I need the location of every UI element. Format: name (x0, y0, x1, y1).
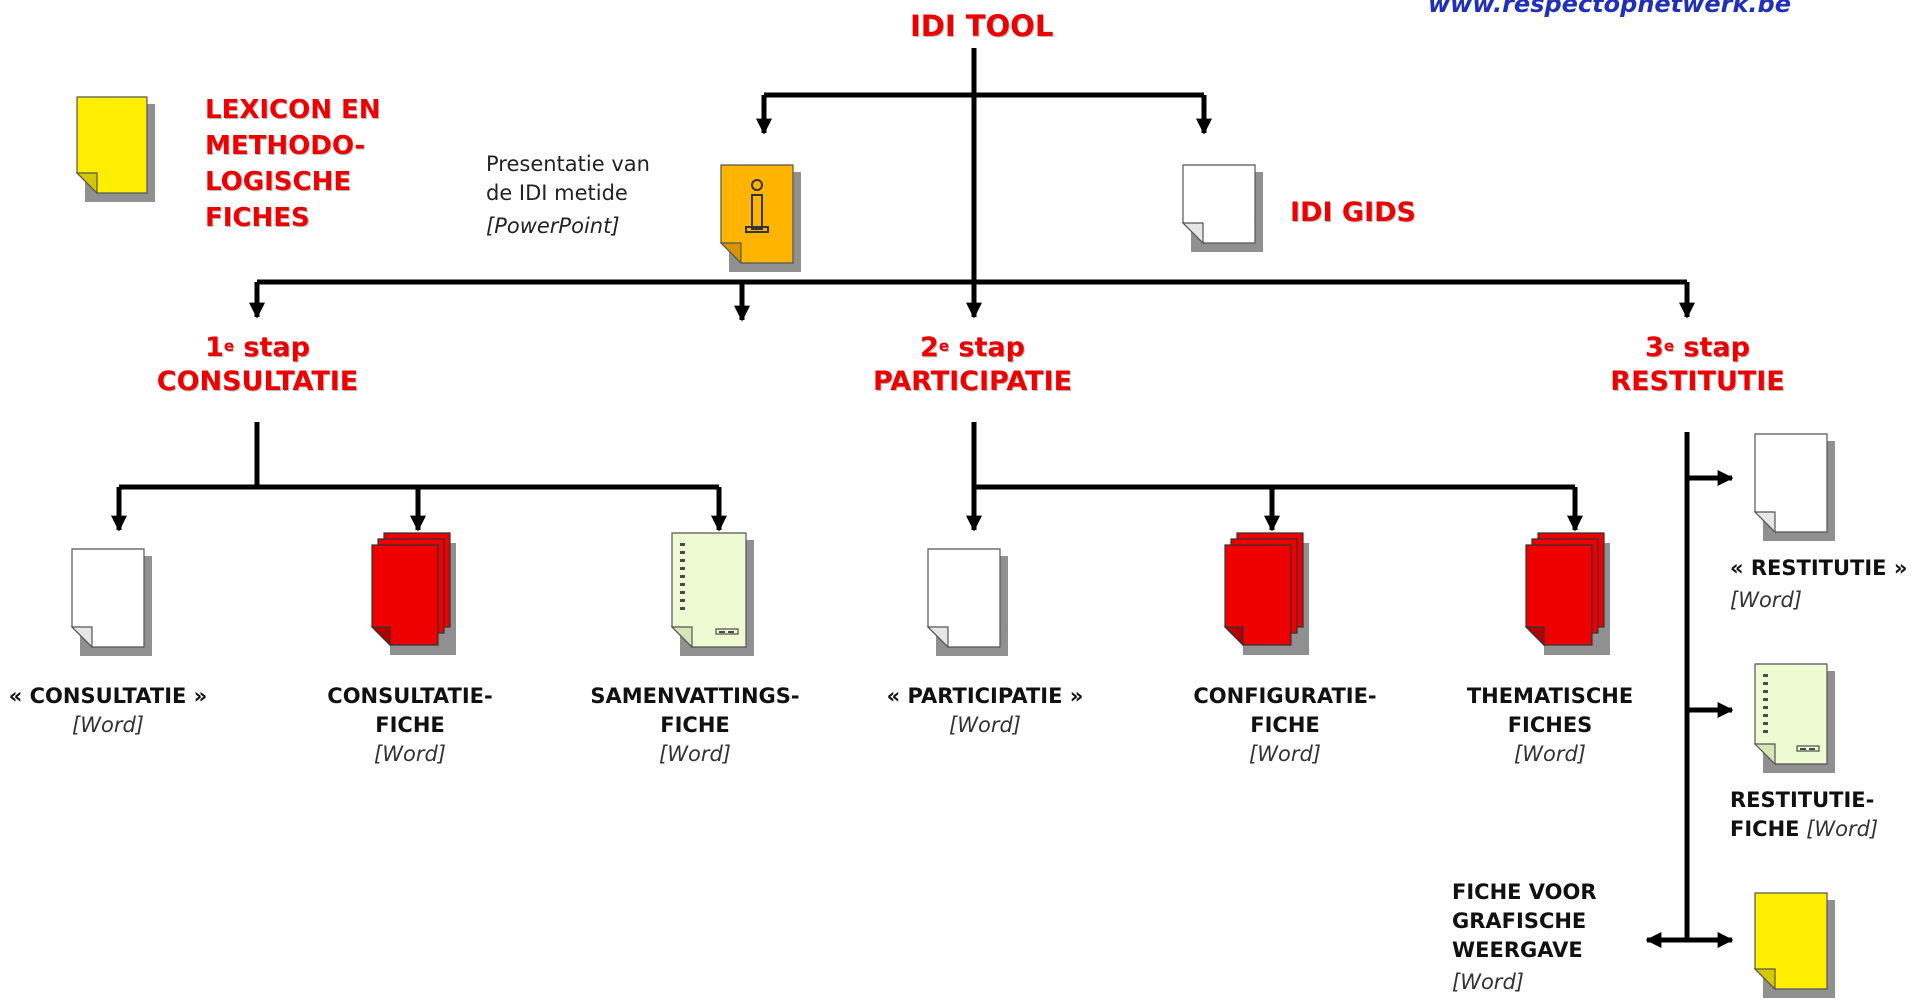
presentatie-format: [PowerPoint] (486, 214, 620, 238)
restitutie-format: [Word] (1730, 588, 1802, 612)
step-1-name: CONSULTATIE (156, 366, 359, 397)
thematische-fiches-stacked-document-icon[interactable] (1524, 531, 1616, 659)
step-1-heading: 1e stap (205, 332, 310, 363)
participatie-document-icon[interactable] (926, 547, 1018, 659)
restitutie-fiche-label2: FICHE (1730, 817, 1800, 841)
presentatie-line1: Presentatie van (486, 152, 650, 176)
restitutie-document-icon[interactable] (1753, 432, 1845, 544)
restitutie-fiche-form-document-icon[interactable] (1753, 662, 1845, 776)
restitutie-label: « RESTITUTIE » (1730, 556, 1908, 580)
idi-gids-document-icon[interactable] (1181, 163, 1273, 255)
website-url[interactable]: www.respectophetwerk.be (1428, 0, 1791, 18)
grafische-label3: WEERGAVE (1452, 938, 1583, 962)
grafische-label2: GRAFISCHE (1452, 909, 1587, 933)
lexicon-document-icon[interactable] (75, 95, 165, 205)
restitutie-fiche-label1: RESTITUTIE- (1730, 788, 1875, 812)
doc-thematische-label1: THEMATISCHE (1466, 684, 1634, 708)
configuratie-fiche-stacked-document-icon[interactable] (1223, 531, 1315, 659)
samenvattings-form-document-icon[interactable] (670, 531, 762, 659)
step-3-name: RESTITUTIE (1610, 366, 1785, 397)
doc-samenvattings-label2: FICHE (660, 713, 730, 737)
doc-consultatie-fiche-label1: CONSULTATIE- (327, 684, 493, 708)
step-3-heading: 3e stap (1645, 332, 1750, 363)
presentation-info-icon[interactable] (719, 163, 811, 275)
doc-participatie-format: [Word] (949, 713, 1021, 737)
doc-consultatie-label: « CONSULTATIE » (8, 684, 208, 708)
step-2-name: PARTICIPATIE (872, 366, 1073, 397)
restitutie-fiche-label2-row: FICHE [Word] (1730, 815, 1878, 844)
doc-consultatie-fiche-label2: FICHE (375, 713, 445, 737)
doc-consultatie-format: [Word] (72, 713, 144, 737)
consultatie-document-icon[interactable] (70, 547, 162, 659)
consultatie-fiche-stacked-document-icon[interactable] (370, 531, 462, 659)
presentatie-line2: de IDI metide (486, 181, 628, 205)
grafische-format: [Word] (1452, 970, 1524, 994)
doc-configuratie-format: [Word] (1249, 742, 1321, 766)
doc-configuratie-label1: CONFIGURATIE- (1193, 684, 1377, 708)
doc-configuratie-label2: FICHE (1250, 713, 1320, 737)
idi-tool-title: IDI TOOL (910, 9, 1054, 43)
doc-samenvattings-label1: SAMENVATTINGS- (590, 684, 800, 708)
doc-samenvattings-format: [Word] (659, 742, 731, 766)
doc-thematische-label2: FICHES (1507, 713, 1593, 737)
grafische-label1: FICHE VOOR (1452, 880, 1597, 904)
restitutie-fiche-format: [Word] (1806, 817, 1879, 841)
grafische-weergave-document-icon[interactable] (1753, 891, 1845, 1001)
info-icon (745, 179, 769, 233)
step-2-heading: 2e stap (920, 332, 1025, 363)
lexicon-label: LEXICON EN METHODO- LOGISCHE FICHES (205, 95, 381, 233)
idi-gids-label: IDI GIDS (1290, 197, 1416, 228)
doc-thematische-format: [Word] (1514, 742, 1586, 766)
doc-consultatie-fiche-format: [Word] (374, 742, 446, 766)
doc-participatie-label: « PARTICIPATIE » (886, 684, 1084, 708)
